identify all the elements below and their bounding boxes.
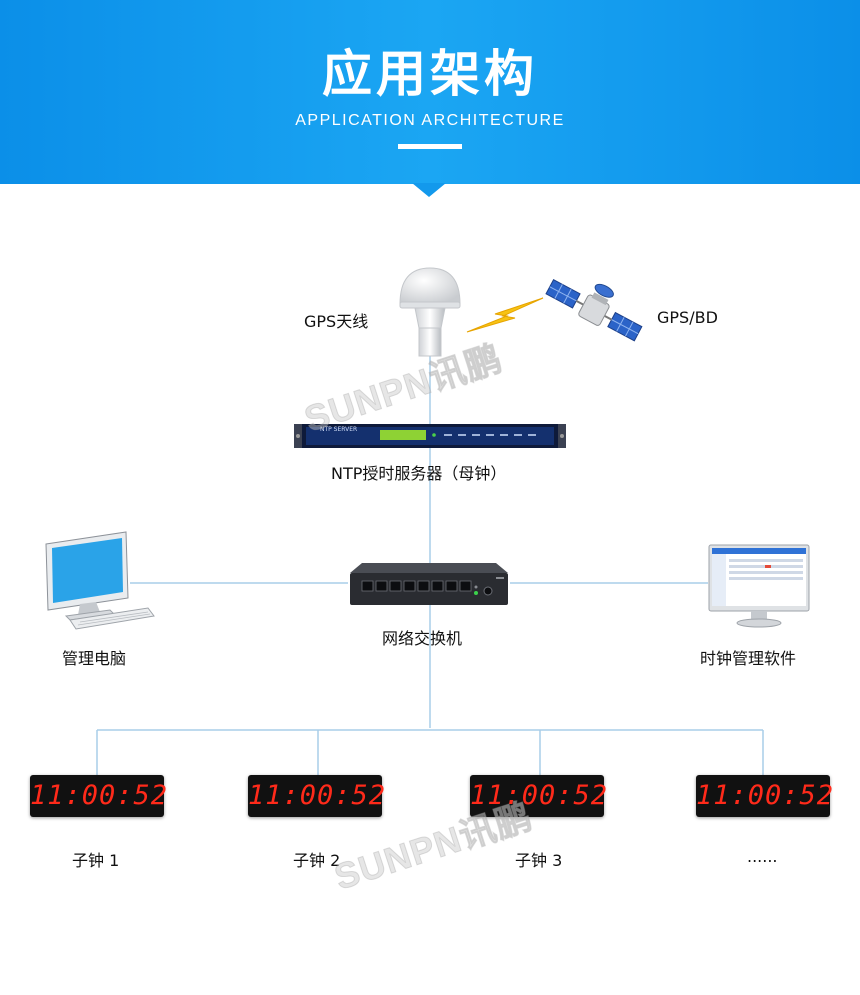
management-pc-icon — [45, 531, 155, 630]
clock-2-label: 子钟 2 — [293, 851, 341, 870]
clock-1-label: 子钟 1 — [72, 851, 120, 870]
slave-clock-2: 11:00:52 — [248, 775, 387, 817]
clock-more-time: 11:00:52 — [696, 780, 835, 811]
gps-antenna-icon — [399, 267, 461, 357]
title-underline — [398, 144, 462, 149]
slave-clock-1: 11:00:52 — [30, 775, 169, 817]
satellite-label: GPS/BD — [657, 308, 718, 327]
header-banner — [0, 0, 860, 184]
gps-antenna-label: GPS天线 — [304, 312, 369, 331]
slave-clock-more: 11:00:52 — [696, 775, 835, 817]
network-switch-icon — [350, 563, 508, 605]
slave-clock-3: 11:00:52 — [470, 775, 609, 817]
satellite-icon — [545, 279, 643, 342]
ntp-server-label: NTP授时服务器（母钟） — [331, 464, 507, 483]
page-title: 应用架构 — [322, 45, 538, 103]
clock-1-time: 11:00:52 — [30, 780, 169, 811]
clock-more-label: ...... — [747, 847, 778, 866]
clock-2-time: 11:00:52 — [248, 780, 387, 811]
ntp-server-icon — [294, 424, 566, 448]
clock-software-icon — [708, 544, 810, 628]
network-switch-label: 网络交换机 — [382, 629, 463, 648]
lightning-icon — [466, 297, 544, 333]
ntp-panel-label: NTP SERVER — [320, 426, 358, 433]
banner-pointer — [412, 183, 446, 197]
clock-3-time: 11:00:52 — [470, 780, 609, 811]
management-pc-label: 管理电脑 — [62, 649, 127, 668]
clock-software-label: 时钟管理软件 — [700, 649, 797, 668]
clock-3-label: 子钟 3 — [515, 851, 563, 870]
page-subtitle: APPLICATION ARCHITECTURE — [295, 112, 565, 129]
